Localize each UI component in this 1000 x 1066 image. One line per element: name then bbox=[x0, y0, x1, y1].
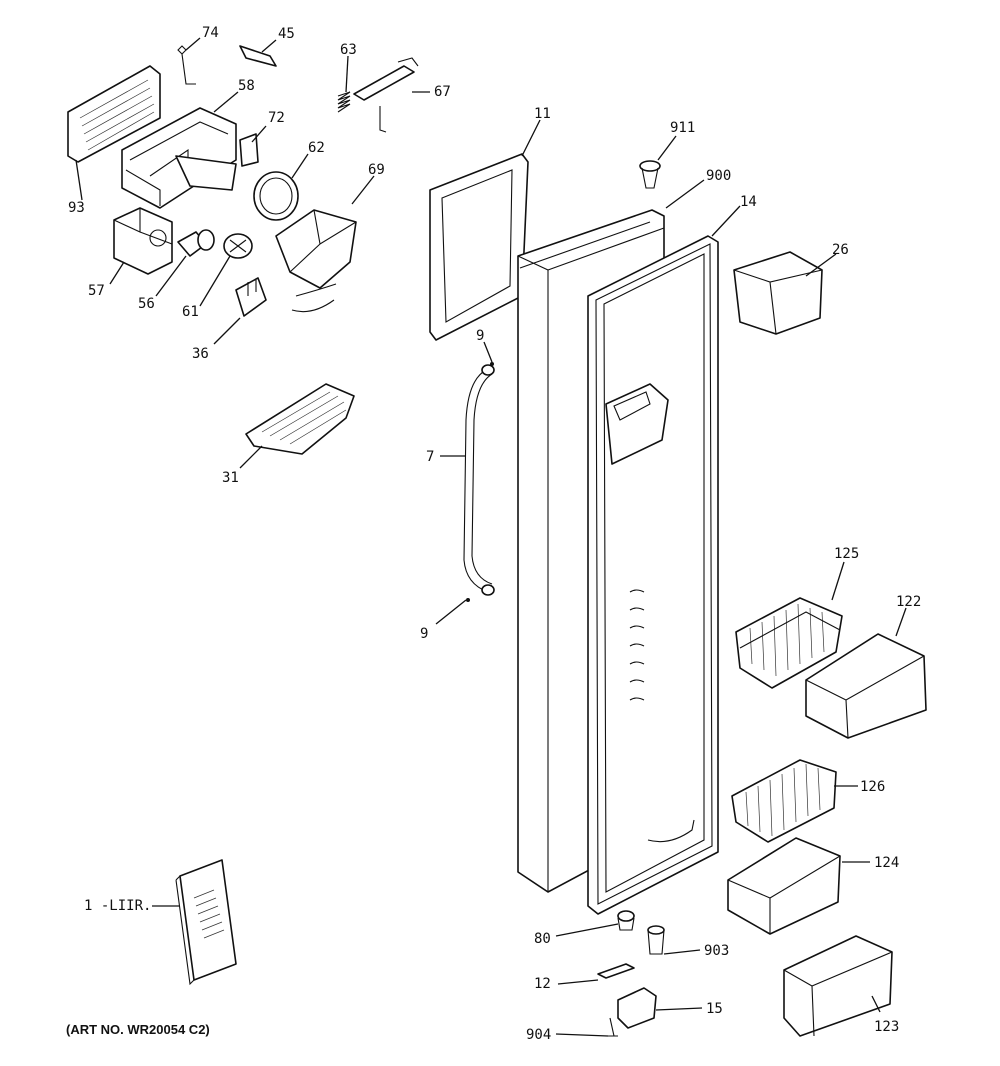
label-12: 12 bbox=[534, 976, 551, 992]
label-36: 36 bbox=[192, 346, 209, 362]
label-11: 11 bbox=[534, 106, 551, 122]
part-11-dispenser-frame bbox=[429, 153, 529, 341]
label-63: 63 bbox=[340, 42, 357, 58]
label-57: 57 bbox=[88, 283, 105, 299]
label-31: 31 bbox=[222, 470, 239, 486]
part-93-ice-chute-cover bbox=[67, 65, 161, 163]
part-45-bracket bbox=[239, 45, 277, 67]
part-80-hinge-bushing bbox=[617, 910, 635, 931]
part-63-spring bbox=[337, 91, 351, 113]
part-57-motor bbox=[113, 207, 173, 275]
part-1-literature bbox=[175, 859, 237, 986]
label-123: 123 bbox=[874, 1019, 899, 1035]
label-14: 14 bbox=[740, 194, 757, 210]
label-7: 7 bbox=[426, 449, 434, 465]
label-26: 26 bbox=[832, 242, 849, 258]
label-900: 900 bbox=[706, 168, 731, 184]
part-7-water-tube bbox=[463, 362, 495, 602]
part-124-door-bin bbox=[727, 837, 841, 935]
part-74-screw bbox=[177, 45, 196, 85]
leader-lines bbox=[75, 37, 907, 1037]
part-903-hinge-pin bbox=[647, 925, 665, 955]
label-69: 69 bbox=[368, 162, 385, 178]
part-904-screw bbox=[608, 1017, 618, 1037]
label-62: 62 bbox=[308, 140, 325, 156]
label-9-lower: 9 bbox=[420, 626, 428, 642]
part-56-coupling bbox=[177, 229, 215, 257]
label-903: 903 bbox=[704, 943, 729, 959]
part-36-bracket bbox=[235, 277, 267, 317]
label-122: 122 bbox=[896, 594, 921, 610]
part-69-funnel bbox=[275, 209, 357, 313]
part-67-actuator-rod bbox=[353, 57, 419, 133]
part-62-ring bbox=[253, 171, 299, 221]
part-58-dispenser-housing bbox=[121, 107, 237, 209]
label-61: 61 bbox=[182, 304, 199, 320]
label-58: 58 bbox=[238, 78, 255, 94]
label-124: 124 bbox=[874, 855, 899, 871]
part-122-door-bin bbox=[805, 633, 927, 739]
part-14-door-liner bbox=[587, 235, 719, 915]
part-31-drip-tray bbox=[245, 383, 355, 455]
part-123-door-bin bbox=[783, 935, 893, 1037]
part-12-hinge-plate bbox=[597, 963, 635, 979]
label-45: 45 bbox=[278, 26, 295, 42]
label-125: 125 bbox=[834, 546, 859, 562]
part-61-auger-gear bbox=[223, 233, 253, 259]
label-904: 904 bbox=[526, 1027, 551, 1043]
label-93: 93 bbox=[68, 200, 85, 216]
part-72-switch bbox=[239, 133, 259, 167]
label-67: 67 bbox=[434, 84, 451, 100]
part-15-hinge-bracket bbox=[617, 987, 657, 1029]
part-911-plug bbox=[639, 160, 661, 189]
label-911: 911 bbox=[670, 120, 695, 136]
label-9-upper: 9 bbox=[476, 328, 484, 344]
label-72: 72 bbox=[268, 110, 285, 126]
part-125-wire-basket bbox=[735, 597, 843, 689]
label-56: 56 bbox=[138, 296, 155, 312]
label-1-literature: 1 -LIIR. bbox=[84, 898, 151, 914]
art-number: (ART NO. WR20054 C2) bbox=[66, 1022, 210, 1037]
part-126-wire-basket bbox=[731, 759, 837, 843]
part-26-bin bbox=[733, 251, 823, 335]
label-15: 15 bbox=[706, 1001, 723, 1017]
label-126: 126 bbox=[860, 779, 885, 795]
label-74: 74 bbox=[202, 25, 219, 41]
label-80: 80 bbox=[534, 931, 551, 947]
